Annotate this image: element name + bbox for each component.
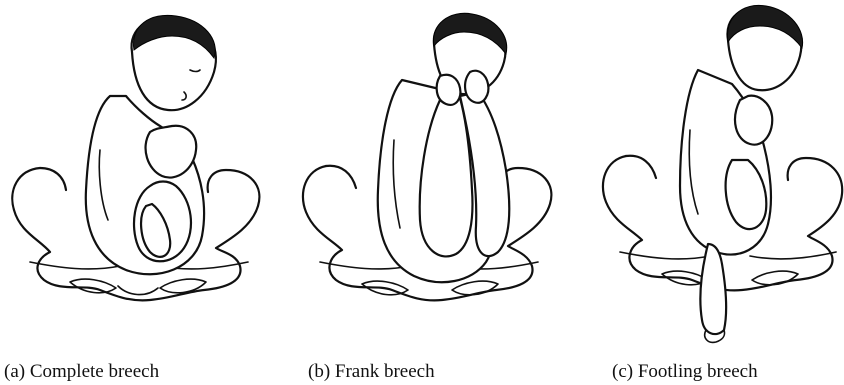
panel-complete-breech: (a) Complete breech: [0, 0, 280, 385]
panel-footling-breech: (c) Footling breech: [590, 0, 844, 385]
frank-breech-illustration: [290, 0, 570, 360]
footling-breech-illustration: [590, 0, 844, 360]
caption-footling-breech: (c) Footling breech: [612, 361, 758, 383]
caption-complete-breech: (a) Complete breech: [4, 361, 159, 383]
panel-frank-breech: (b) Frank breech: [290, 0, 570, 385]
caption-frank-breech: (b) Frank breech: [308, 361, 435, 383]
fetus-drawing: [378, 13, 510, 282]
complete-breech-illustration: [0, 0, 280, 360]
fetus-drawing: [680, 5, 803, 342]
fetus-drawing: [86, 15, 216, 274]
